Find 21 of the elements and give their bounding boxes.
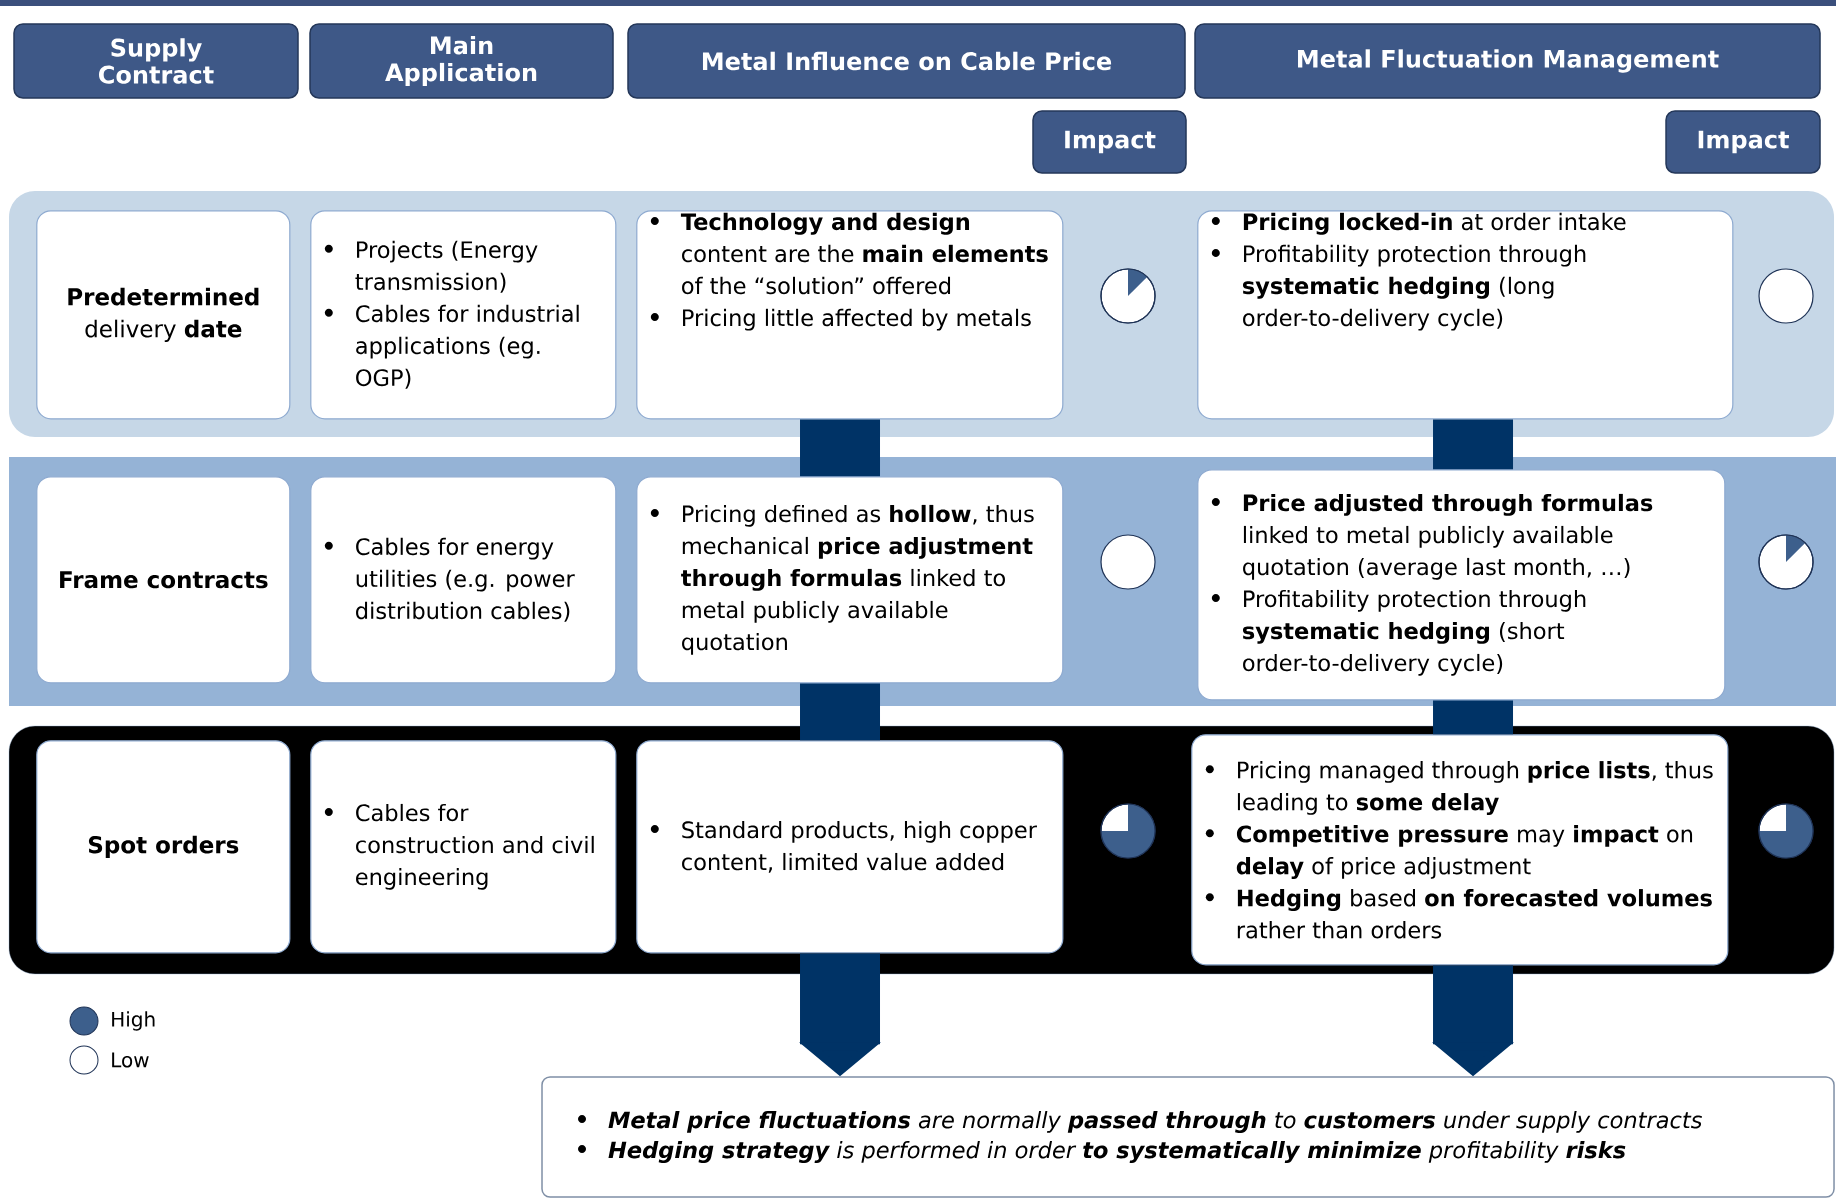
legend-label: High bbox=[112, 1011, 155, 1031]
summary-box: Metal price fluctuations are normally passed through to customers under supply contracts Hedging strategy is performed in order to systematically minimize profitability risks bbox=[541, 1076, 1835, 1198]
row-heading-box: Frame contracts bbox=[36, 476, 291, 684]
text-box: Price adjusted through formulas linked to metal publicly available quotation (average last month, …) Profitability protection through systematic hedging (short order-to-delivery cycle) bbox=[1197, 469, 1726, 701]
legend-label: Low bbox=[112, 1052, 149, 1068]
column-header: Metal Fluctuation Management bbox=[1194, 23, 1821, 99]
text-box: Pricing locked-in at order intake Profitability protection through systematic hedging (long order-to-delivery cycle) bbox=[1197, 210, 1734, 420]
impact-header: Impact bbox=[1032, 110, 1187, 174]
row-heading-box: Spot orders bbox=[36, 740, 291, 954]
text-box: Cables for energy utilities (e.g. power distribution cables) bbox=[310, 476, 617, 684]
column-header: Supply Contract bbox=[13, 23, 299, 99]
column-header: Main Application bbox=[309, 23, 614, 99]
text-box: Projects (Energy transmission) Cables for industrial applications (eg. OGP) bbox=[310, 210, 617, 420]
text-box: Standard products, high copper content, limited value added bbox=[636, 740, 1064, 954]
impact-header: Impact bbox=[1665, 110, 1821, 174]
text-box: Pricing defined as hollow, thus mechanical price adjustment through formulas linked to metal publicly available quotation bbox=[636, 476, 1064, 684]
text-box: Technology and design content are the main elements of the “solution” offered Pricing little affected by metals bbox=[636, 210, 1064, 420]
row-heading-box: Predetermined delivery date bbox=[36, 210, 291, 420]
text-box: Pricing managed through price lists, thus leading to some delay Competitive pressure may impact on delay of price adjustment Hedging based on forecasted volumes rather than orders bbox=[1191, 734, 1729, 966]
column-header: Metal Influence on Cable Price bbox=[627, 23, 1186, 99]
text-box: Cables for construction and civil engineering bbox=[310, 740, 617, 954]
